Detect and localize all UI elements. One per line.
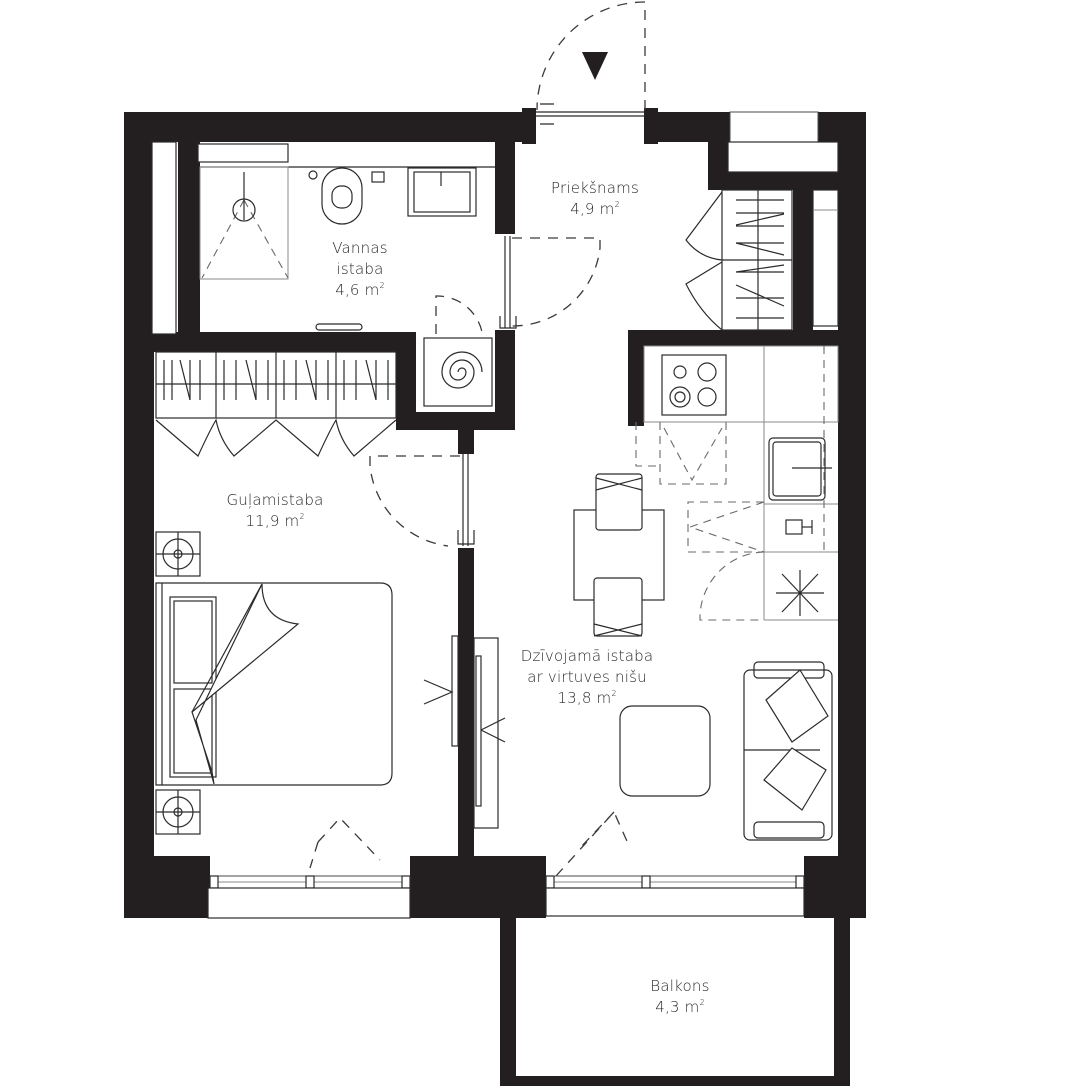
bathroom-door[interactable]: [499, 236, 517, 329]
hallway-fixtures: [511, 189, 793, 331]
room-area: 4,3 m2: [655, 998, 705, 1016]
room-name-line1: Vannas: [332, 239, 388, 257]
kitchen-fixtures: [635, 345, 839, 621]
bedroom-window[interactable]: [207, 875, 411, 919]
coffee-table-icon: [619, 705, 711, 797]
sink-icon: [768, 437, 826, 501]
bedroom-fixtures: [155, 351, 460, 869]
living-window[interactable]: [545, 875, 805, 917]
room-area: 4,9 m2: [570, 200, 620, 218]
room-name-line2: istaba: [336, 260, 384, 278]
chair-icon: [593, 577, 643, 637]
walls: [124, 112, 866, 1086]
room-label-bedroom: Guļamistaba 11,9 m2: [200, 490, 350, 532]
room-label-bathroom: Vannas istaba 4,6 m2: [300, 238, 420, 301]
room-name-line1: Dzīvojamā istaba: [520, 647, 654, 665]
entrance-arrow-icon: [582, 52, 608, 80]
bathroom-fixtures: [197, 143, 495, 407]
room-label-balcony: Balkons 4,3 m2: [620, 976, 740, 1018]
dining-fixtures: [573, 473, 665, 637]
room-area: 4,6 m2: [335, 281, 385, 299]
shaft: [151, 141, 177, 335]
entrance-door[interactable]: [522, 1, 658, 144]
room-area: 13,8 m2: [557, 689, 617, 707]
living-fixtures: [473, 637, 833, 877]
room-name: Balkons: [650, 977, 710, 995]
bed-icon: [155, 582, 393, 786]
bedroom-door[interactable]: [457, 454, 475, 546]
cooktop-icon: [661, 354, 727, 416]
fridge-icon: [776, 570, 824, 616]
window-top-right: [729, 111, 819, 143]
room-label-hallway: Priekšnams 4,9 m2: [520, 178, 670, 220]
room-name: Guļamistaba: [226, 491, 324, 509]
room-label-living: Dzīvojamā istaba ar virtuves nišu 13,8 m…: [492, 646, 682, 709]
room-area: 11,9 m2: [245, 512, 305, 530]
chair-icon: [595, 473, 643, 531]
room-name: Priekšnams: [551, 179, 639, 197]
room-name-line2: ar virtuves nišu: [527, 668, 647, 686]
